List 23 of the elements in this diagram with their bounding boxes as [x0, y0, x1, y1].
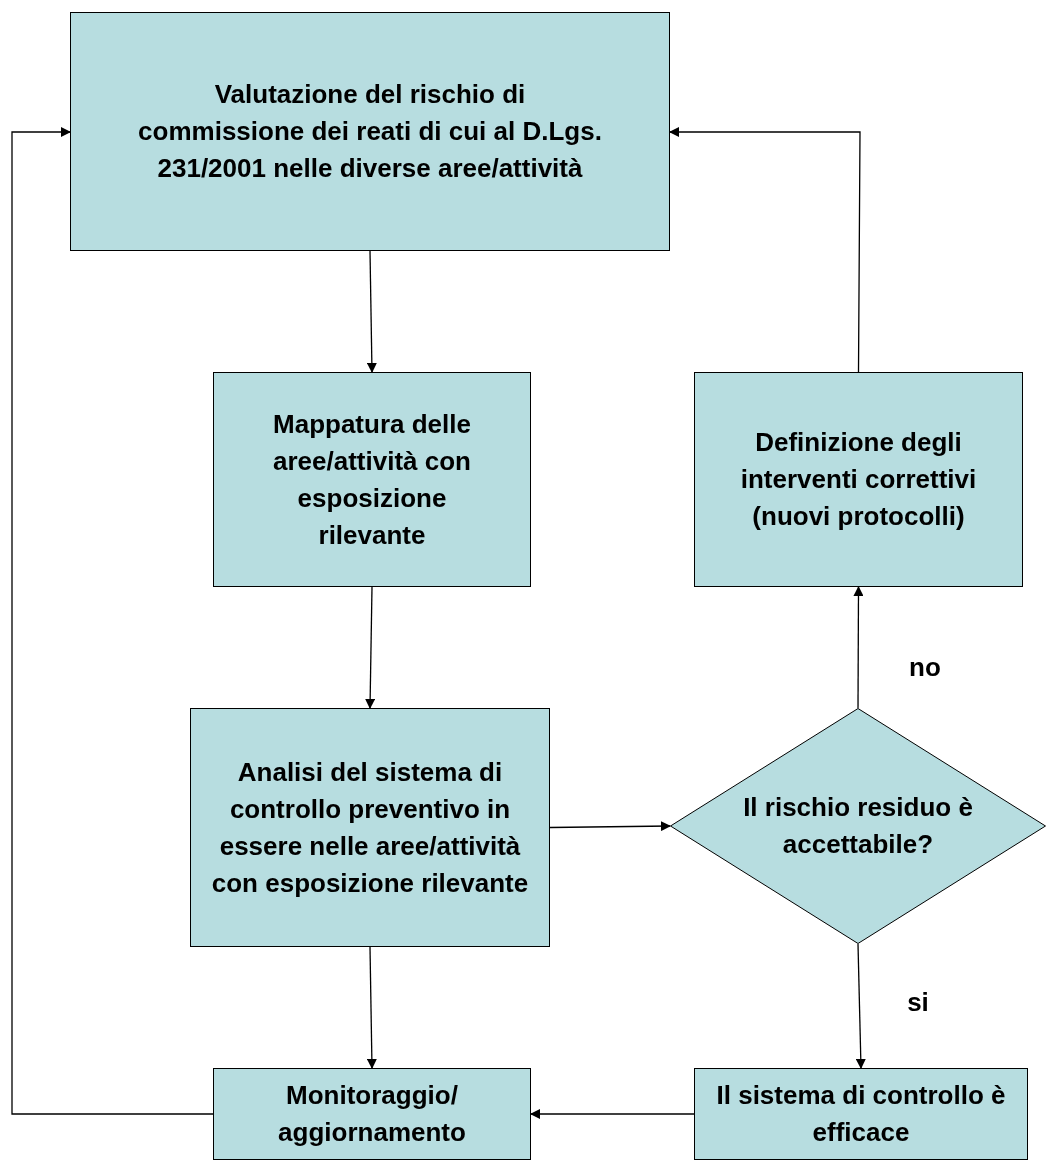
box-text: Mappatura delle aree/attività con esposizione rilevante [272, 407, 472, 552]
arrow [366, 250, 377, 373]
box-text: Valutazione del rischio di commissione dei reati di cui al D.Lgs. 231/2001 nelle diverse aree/attività [137, 78, 603, 185]
process-box [213, 1068, 531, 1160]
process-box [694, 372, 1023, 587]
arrow [530, 1109, 695, 1119]
arrow [11, 127, 214, 1115]
box-text: Analisi del sistema di controllo preventivo in essere nelle aree/attività con esposizione rilevante [210, 755, 530, 900]
arrow [365, 586, 376, 709]
arrow [853, 586, 864, 709]
box-text: Il sistema di controllo è efficace [715, 1079, 1007, 1149]
box-text: Il rischio residuo è accettabile? [742, 791, 974, 861]
arrow [855, 943, 866, 1069]
box-text: Monitoraggio/ aggiornamento [277, 1079, 467, 1149]
decision-diamond [670, 708, 1046, 944]
process-box [70, 12, 670, 251]
process-box [694, 1068, 1028, 1160]
box-text: Definizione degli interventi correttivi (nuovi protocolli) [739, 426, 978, 533]
process-box [213, 372, 531, 587]
arrow [549, 821, 671, 832]
process-box [190, 708, 550, 947]
arrow [366, 946, 377, 1069]
arrow [669, 127, 861, 373]
